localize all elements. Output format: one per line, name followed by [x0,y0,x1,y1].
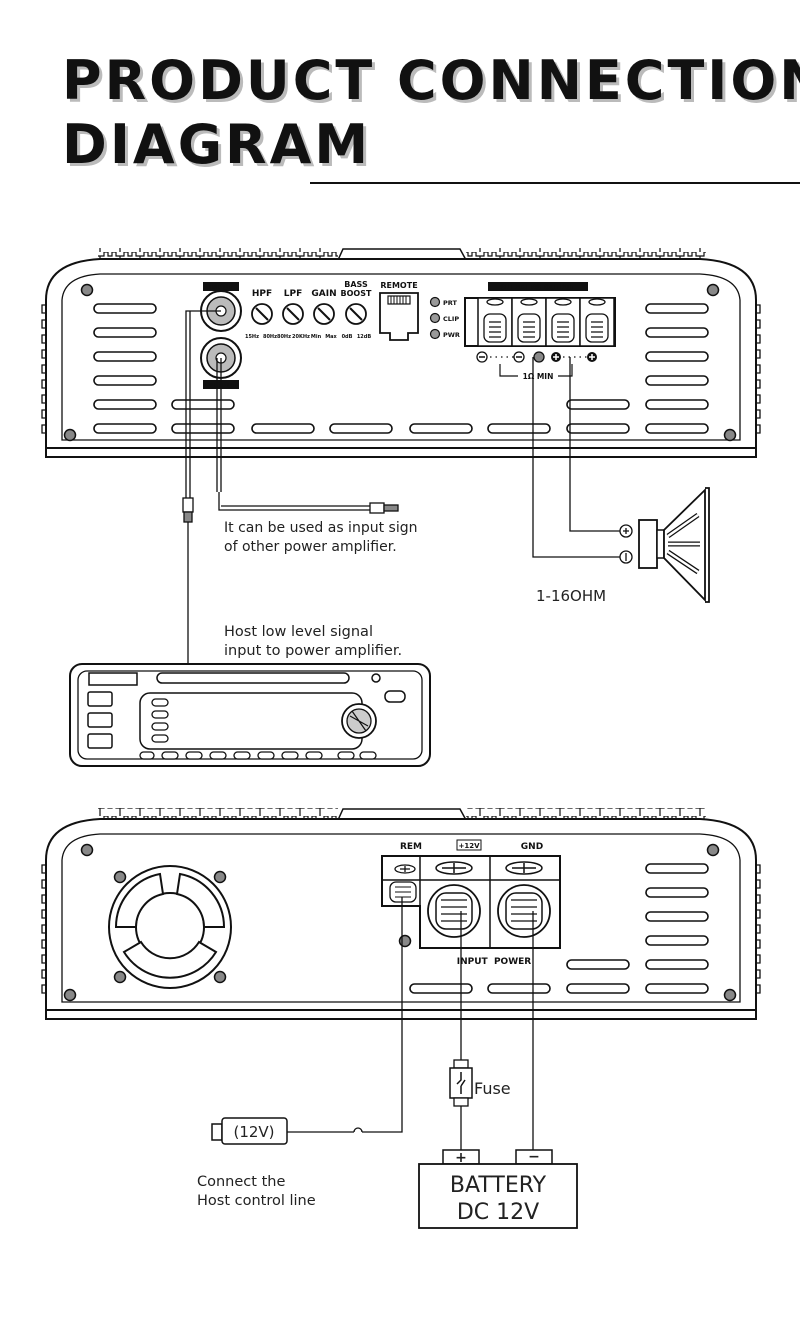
rca-input-jack[interactable]: INPUT [200,282,242,332]
speaker [619,487,710,603]
fuse-label: Fuse [474,1079,511,1098]
title-rule [310,182,800,184]
svg-text:−: − [528,1149,540,1165]
svg-text:(12V): (12V) [233,1123,274,1141]
title-line-2: DIAGRAM [62,113,372,176]
svg-text:GAIN: GAIN [311,289,336,299]
amplifier-rear-panel: REM +12V GND INPUT POWER [41,808,761,1020]
svg-text:REMOTE: REMOTE [380,281,417,290]
speaker-ohm-label: 1-16OHM [536,587,606,605]
svg-text:LPF: LPF [284,289,302,299]
svg-text:BATTERY: BATTERY [450,1173,547,1198]
host-note-line-2: input to power amplifier. [224,643,402,659]
svg-text:0dB: 0dB [342,334,353,340]
power-terminal-block[interactable]: REM +12V GND INPUT POWER [381,839,561,967]
connect-note-line-2: Host control line [197,1193,316,1209]
amplifier-front-panel: INPUT OUTPUT HPF 15Hz 80Hz LPF 80Hz 20KH… [41,248,761,458]
svg-text:CLIP: CLIP [443,315,459,323]
signal-wires [182,310,623,664]
svg-text:Max: Max [325,334,337,340]
status-leds: PRT CLIP PWR [429,296,460,340]
head-unit [69,663,431,767]
remote-port[interactable]: REMOTE [379,281,419,341]
lpf-knob[interactable]: LPF 80Hz 20KHz [277,289,310,340]
svg-text:20KHz: 20KHz [292,334,310,340]
connect-note-line-1: Connect the [197,1174,285,1190]
svg-text:REM: REM [400,842,422,852]
svg-text:SPEAKERS OUTPUT: SPEAKERS OUTPUT [500,284,576,292]
svg-text:PRT: PRT [443,299,457,307]
svg-text:+12V: +12V [458,842,480,850]
svg-text:Min: Min [311,334,322,340]
svg-text:BOOST: BOOST [341,289,372,298]
svg-text:DC 12V: DC 12V [457,1200,539,1225]
host-note-line-1: Host low level signal [224,624,373,640]
svg-text:15Hz: 15Hz [245,334,259,340]
svg-text:80Hz: 80Hz [263,334,277,340]
svg-text:GND: GND [521,842,543,852]
svg-text:INPUT: INPUT [209,284,233,292]
bass-boost-knob[interactable]: BASS BOOST 0dB 12dB [341,280,372,340]
remote-plug: (12V) [211,1117,288,1145]
title-line-1: PRODUCT CONNECTION [62,49,800,112]
fuse: Fuse [449,1059,511,1107]
svg-text:HPF: HPF [252,289,272,299]
svg-text:INPUT POWER: INPUT POWER [457,957,532,967]
gain-knob[interactable]: GAIN Min Max [311,289,338,340]
svg-text:80Hz: 80Hz [277,334,291,340]
svg-text:+: + [455,1150,467,1166]
svg-text:12dB: 12dB [357,334,372,340]
battery: + − BATTERY DC 12V [418,1149,578,1229]
speaker-output-terminals[interactable]: SPEAKERS OUTPUT [464,282,616,381]
output-note-line-2: of other power amplifier. [224,539,397,555]
svg-text:BASS: BASS [344,280,368,289]
hpf-knob[interactable]: HPF 15Hz 80Hz [245,289,277,340]
svg-text:PWR: PWR [443,331,460,339]
cooling-fan [108,865,232,989]
output-note-line-1: It can be used as input sign [224,520,417,536]
svg-text:1Ω MIN: 1Ω MIN [523,372,554,381]
